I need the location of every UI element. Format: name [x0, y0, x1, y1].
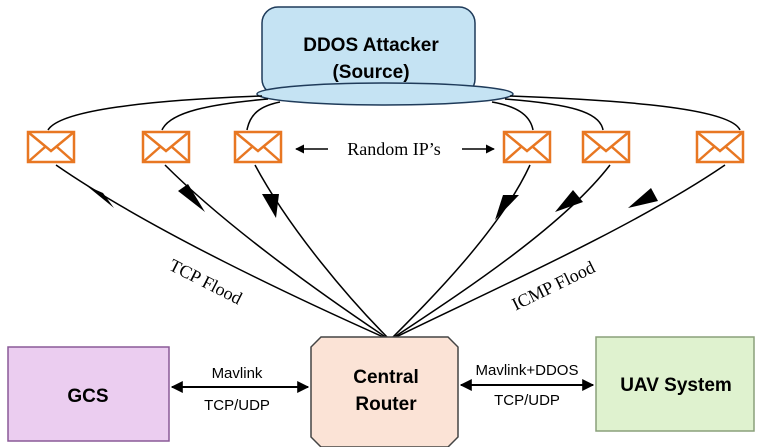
curve-6 — [509, 95, 741, 131]
flood-line-6 — [389, 164, 726, 341]
icmp-flood-label: ICMP Flood — [509, 257, 599, 314]
uav-label: UAV System — [620, 375, 732, 396]
attacker-to-packet-curves — [47, 95, 741, 131]
curve-5 — [504, 98, 604, 131]
curve-2 — [161, 98, 269, 131]
flood-arrowhead-6 — [628, 188, 658, 208]
flood-arrowhead-2 — [178, 184, 205, 212]
gcs-label: GCS — [67, 386, 108, 407]
packet-envelopes — [26, 130, 745, 164]
gcs-box — [7, 346, 170, 442]
attacker-subtitle: (Source) — [332, 62, 409, 83]
flood-lines — [55, 164, 726, 341]
uav-link-transport: TCP/UDP — [494, 392, 560, 409]
attacker-base — [256, 82, 514, 106]
flood-arrowhead-5 — [555, 190, 583, 212]
flood-arrowheads — [87, 184, 658, 220]
envelope-icon — [26, 130, 76, 164]
flood-arrowhead-3 — [262, 194, 279, 218]
flood-line-2 — [164, 164, 391, 341]
envelope-icon — [141, 130, 191, 164]
gcs-link-protocol: Mavlink — [212, 365, 263, 382]
flood-line-4 — [389, 164, 531, 341]
curve-4 — [491, 101, 534, 131]
router-box — [310, 336, 459, 447]
flood-line-1 — [55, 164, 391, 341]
envelope-icon — [502, 130, 552, 164]
envelope-icon — [695, 130, 745, 164]
flood-line-3 — [254, 164, 391, 341]
attacker-title: DDOS Attacker — [303, 35, 439, 56]
flood-arrowhead-1 — [87, 186, 114, 208]
envelope-icon — [233, 130, 283, 164]
envelope-icon — [581, 130, 631, 164]
router-label-line2: Router — [355, 394, 417, 415]
gcs-link-transport: TCP/UDP — [204, 397, 270, 414]
random-ips-label: Random IP’s — [347, 139, 441, 159]
uav-box — [595, 336, 755, 432]
flood-arrowhead-4 — [495, 195, 519, 220]
flood-line-5 — [389, 164, 611, 341]
tcp-flood-label: TCP Flood — [166, 255, 245, 309]
curve-3 — [246, 101, 281, 131]
curve-1 — [47, 95, 263, 131]
router-label-line1: Central — [353, 367, 418, 388]
uav-link-protocol: Mavlink+DDOS — [476, 362, 579, 379]
